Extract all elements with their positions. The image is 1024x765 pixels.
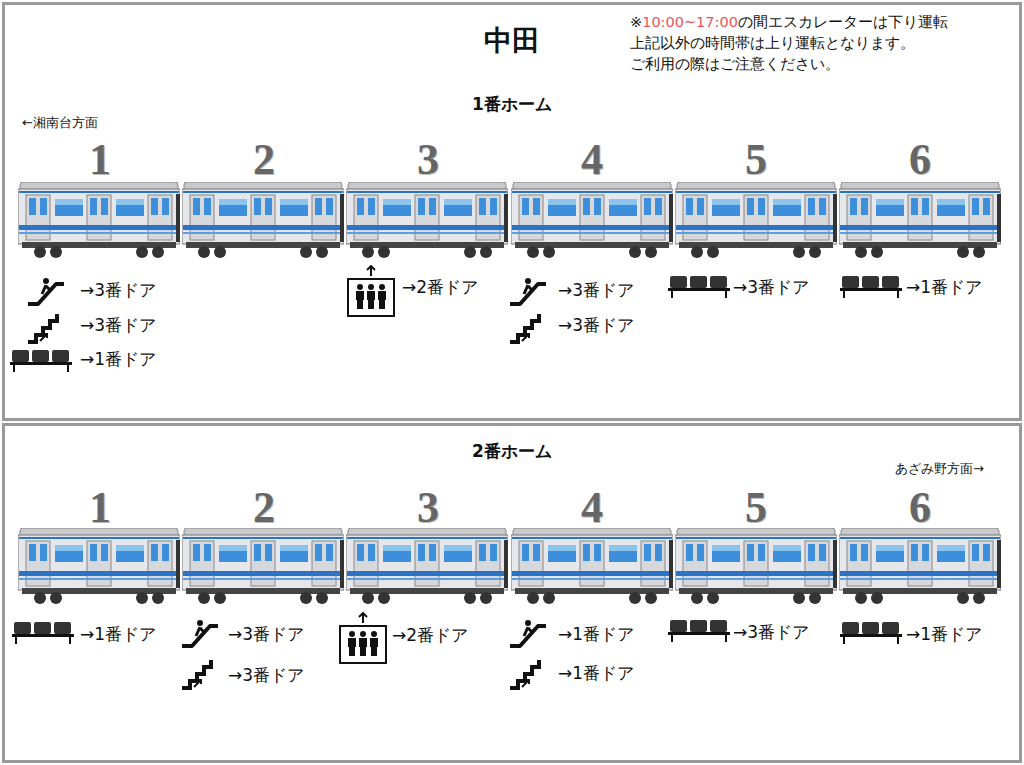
notice-part: の間エスカレーターは下り運転 (738, 14, 948, 30)
car-number: 6 (909, 134, 931, 185)
door-guide: →2番ドア (392, 624, 468, 647)
door-guide: →1番ドア (558, 662, 634, 685)
notice-part: ※ (630, 14, 642, 30)
notice-line: ※10:00~17:00の間エスカレーターは下り運転 (630, 12, 948, 33)
notice-part: ご利用の際はご注意ください。 (630, 56, 840, 72)
door-guide: →3番ドア (733, 276, 809, 299)
door-guide: →1番ドア (558, 623, 634, 646)
door-guide: →3番ドア (80, 314, 156, 337)
platform-heading: 2番ホーム (5, 440, 1019, 463)
car-number: 2 (253, 482, 275, 533)
door-guide: →2番ドア (402, 276, 478, 299)
car-number: 5 (745, 482, 767, 533)
platform-panel: 2番ホーム (2, 423, 1022, 763)
door-guide: →1番ドア (906, 276, 982, 299)
car-number: 3 (417, 134, 439, 185)
notice-line: ご利用の際はご注意ください。 (630, 54, 948, 75)
car-number: 1 (89, 482, 111, 533)
platform-heading: 1番ホーム (5, 93, 1019, 116)
door-guide: →3番ドア (228, 623, 304, 646)
door-guide: →3番ドア (733, 621, 809, 644)
notice-part: 上記以外の時間帯は上り運転となります。 (630, 35, 915, 51)
door-guide: →3番ドア (558, 279, 634, 302)
car-number: 1 (89, 134, 111, 185)
door-guide: →1番ドア (906, 623, 982, 646)
facility-icons (10, 266, 902, 688)
door-guide: →1番ドア (80, 348, 156, 371)
car-number: 2 (253, 134, 275, 185)
door-guide: →1番ドア (80, 623, 156, 646)
car-number: 4 (581, 134, 603, 185)
direction-label: ←湘南台方面 (22, 114, 98, 132)
door-guide: →3番ドア (80, 279, 156, 302)
door-guide: →3番ドア (558, 314, 634, 337)
train-cars (18, 182, 1001, 604)
car-number: 3 (417, 482, 439, 533)
notice-line: 上記以外の時間帯は上り運転となります。 (630, 33, 948, 54)
notice-text: ※10:00~17:00の間エスカレーターは下り運転上記以外の時間帯は上り運転と… (630, 12, 948, 75)
car-number: 4 (581, 482, 603, 533)
station-title: 中田 (484, 22, 540, 60)
car-number: 6 (909, 482, 931, 533)
time-range: 10:00~17:00 (642, 14, 738, 30)
door-guide: →3番ドア (228, 664, 304, 687)
direction-label: あざみ野方面→ (895, 460, 984, 478)
car-number: 5 (745, 134, 767, 185)
